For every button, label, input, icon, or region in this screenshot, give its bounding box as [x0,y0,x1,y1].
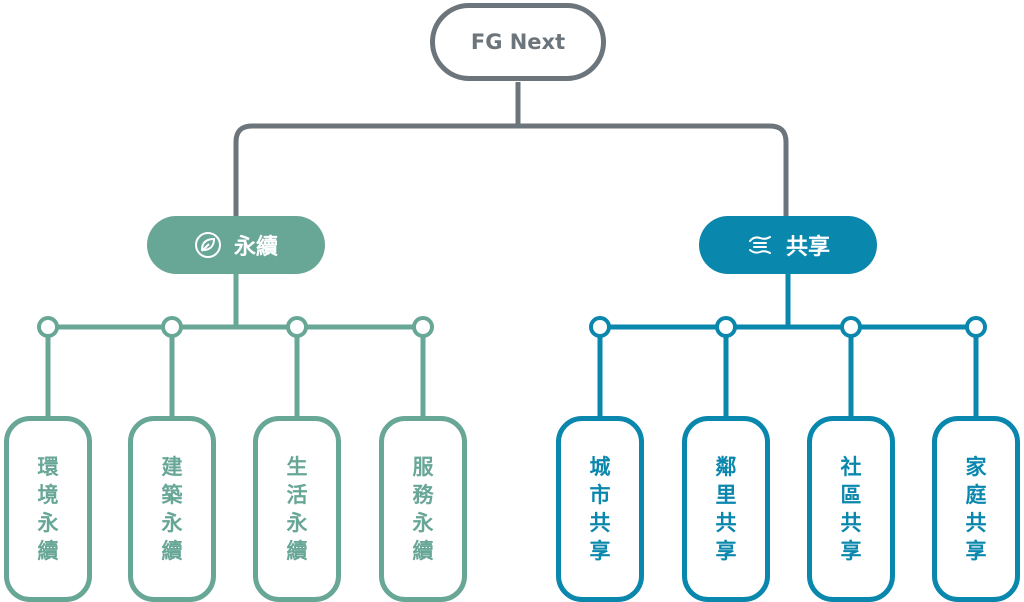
leaf-char: 服 [412,455,434,479]
leaf-char: 續 [37,539,59,563]
leaf-char: 享 [840,539,862,563]
leaf-icon [194,231,222,259]
leaf-node: 社區共享 [807,416,895,602]
leaf-char: 永 [286,511,308,535]
leaf-char: 享 [589,539,611,563]
leaf-char: 建 [161,455,183,479]
leaf-char: 鄰 [715,455,737,479]
leaf-char: 庭 [965,483,987,507]
branch-sustainability: 永續 [147,216,325,274]
root-node: FG Next [430,3,606,81]
leaf-node: 城市共享 [556,416,644,602]
connector-node [286,316,308,338]
leaf-node: 環境永續 [4,416,92,602]
leaf-char: 社 [840,455,862,479]
leaf-char: 務 [412,483,434,507]
leaf-char: 永 [161,511,183,535]
leaf-node: 服務永續 [379,416,467,602]
connector-node [412,316,434,338]
leaf-char: 共 [965,511,987,535]
leaf-char: 共 [840,511,862,535]
leaf-char: 永 [412,511,434,535]
leaf-char: 生 [286,455,308,479]
connector-node [965,316,987,338]
connector-node [715,316,737,338]
leaf-char: 活 [286,483,308,507]
leaf-char: 續 [412,539,434,563]
leaf-char: 共 [715,511,737,535]
leaf-char: 續 [161,539,183,563]
sharing-hands-icon [746,231,774,259]
leaf-node: 建築永續 [128,416,216,602]
leaf-char: 里 [715,483,737,507]
branch-label: 共享 [785,235,830,260]
leaf-char: 家 [965,455,987,479]
leaf-char: 永 [37,511,59,535]
leaf-char: 享 [715,539,737,563]
leaf-node: 家庭共享 [932,416,1020,602]
green-branch-connectors [45,274,426,416]
leaf-node: 鄰里共享 [682,416,770,602]
leaf-char: 共 [589,511,611,535]
leaf-char: 城 [589,455,611,479]
root-connector [233,82,789,216]
connector-node [589,316,611,338]
leaf-node: 生活永續 [253,416,341,602]
leaf-char: 境 [37,483,59,507]
leaf-char: 續 [286,539,308,563]
branch-label: 永續 [233,235,278,260]
connector-node [37,316,59,338]
leaf-char: 築 [161,483,183,507]
blue-branch-connectors [597,274,979,416]
leaf-char: 享 [965,539,987,563]
leaf-char: 市 [589,483,611,507]
connector-node [161,316,183,338]
connector-node [840,316,862,338]
branch-sharing: 共享 [699,216,877,274]
leaf-char: 環 [37,455,59,479]
leaf-char: 區 [840,483,862,507]
